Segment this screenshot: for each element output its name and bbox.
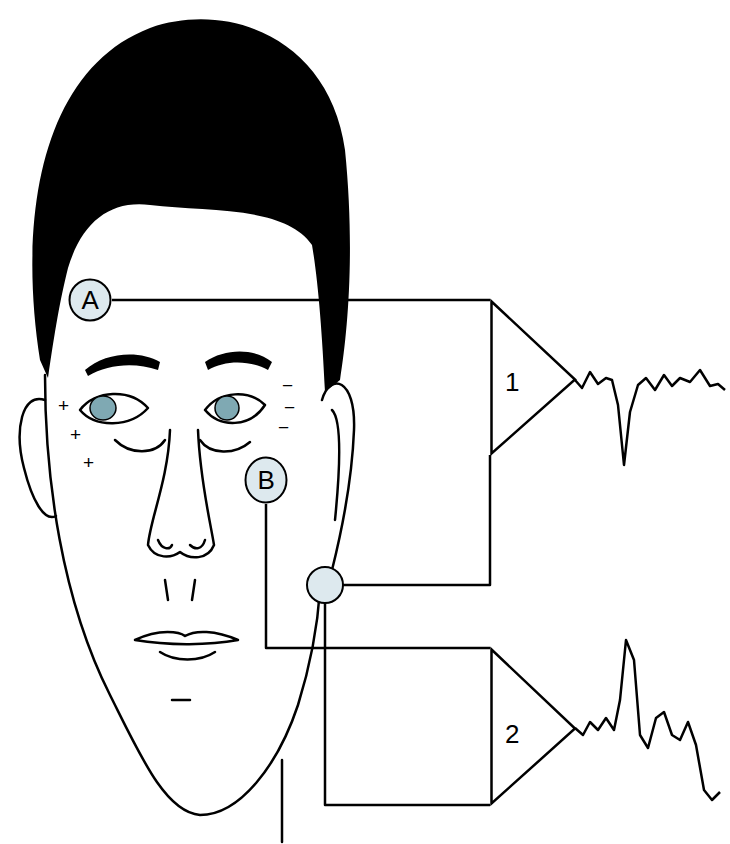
charge-sign: − <box>282 376 293 395</box>
electrode-circle: B <box>244 456 288 504</box>
charge-sign: + <box>70 425 81 444</box>
ground-wire <box>343 455 490 585</box>
right-eyebrow <box>205 352 272 371</box>
charge-sign: − <box>284 398 295 417</box>
right-eye <box>205 394 265 423</box>
signal-trace <box>575 640 720 800</box>
nose <box>148 430 214 557</box>
ear-electrode <box>307 567 343 603</box>
amplifier-number: 1 <box>505 369 519 395</box>
amplifier-number: 2 <box>505 721 519 747</box>
electrode-wire <box>266 504 490 648</box>
nose-line <box>165 580 195 600</box>
charge-sign: − <box>278 418 289 437</box>
electrode-circle: A <box>68 278 112 322</box>
ear-fold <box>332 410 339 520</box>
neck <box>281 760 284 842</box>
electrode-letter: A <box>82 287 99 313</box>
left-iris <box>90 396 116 420</box>
electrode-fill <box>70 280 111 321</box>
lower-lip <box>160 652 215 660</box>
amplifier-outline <box>490 300 576 455</box>
hair <box>32 19 350 392</box>
nostril <box>190 540 205 548</box>
nostril <box>158 540 172 548</box>
amplifier-triangle: 2 <box>490 648 576 805</box>
signal-trace <box>575 370 725 465</box>
right-iris <box>215 396 239 420</box>
left-eye <box>80 394 148 423</box>
chin-mark <box>172 699 190 702</box>
right-ear <box>322 383 354 570</box>
amplifier-body <box>492 302 576 454</box>
ground-wire <box>325 603 490 805</box>
charge-sign: + <box>83 453 94 472</box>
amplifier-triangle: 1 <box>490 300 576 455</box>
mouth <box>135 632 238 644</box>
left-eyebrow <box>85 354 160 376</box>
amplifier-body <box>492 650 576 804</box>
amplifier-outline <box>490 648 576 805</box>
left-ear <box>20 399 56 517</box>
charge-sign: + <box>58 396 69 415</box>
electrode-wire <box>112 299 490 302</box>
electrode-fill <box>246 458 287 503</box>
eye-bag <box>115 440 165 451</box>
electrode-letter: B <box>258 467 275 493</box>
eye-bag <box>200 440 250 452</box>
face-outline <box>45 375 320 815</box>
